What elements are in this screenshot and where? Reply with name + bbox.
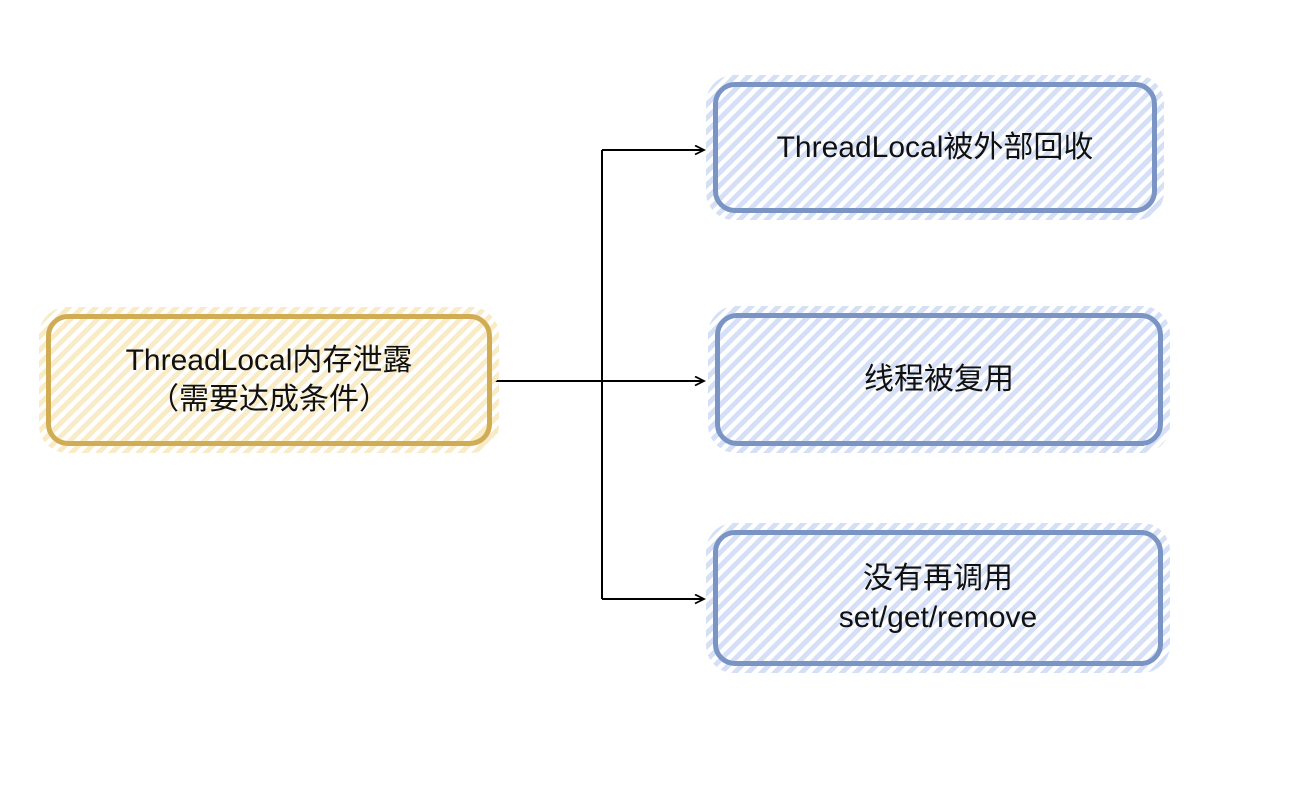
node-cause-1-label: ThreadLocal被外部回收: [777, 128, 1094, 167]
node-cause-2-line-1: 线程被复用: [864, 363, 1014, 396]
node-root: ThreadLocal内存泄露 （需要达成条件）: [39, 307, 499, 453]
node-cause-3-label: 没有再调用 set/get/remove: [839, 559, 1037, 637]
node-root-line-2: （需要达成条件）: [149, 383, 389, 416]
node-root-stripe-fill: [39, 307, 499, 453]
node-cause-3: 没有再调用 set/get/remove: [706, 523, 1170, 673]
node-cause-3-line-2: set/get/remove: [838, 601, 1038, 634]
node-cause-2-stripe-fill: [708, 306, 1170, 453]
node-cause-2-frame: [715, 313, 1163, 446]
node-cause-3-frame: [713, 530, 1163, 666]
node-cause-2: 线程被复用: [708, 306, 1170, 453]
node-root-label: ThreadLocal内存泄露 （需要达成条件）: [126, 341, 413, 419]
node-root-frame: [46, 314, 492, 446]
node-cause-1-frame: [713, 82, 1157, 213]
node-cause-3-stripe-fill: [706, 523, 1170, 673]
node-cause-1: ThreadLocal被外部回收: [706, 75, 1164, 220]
node-cause-2-label: 线程被复用: [864, 360, 1014, 399]
node-cause-1-stripe-fill: [706, 75, 1164, 220]
node-cause-1-line-1: ThreadLocal被外部回收: [776, 131, 1094, 164]
node-root-line-1: ThreadLocal内存泄露: [125, 344, 413, 377]
node-cause-3-line-1: 没有再调用: [863, 562, 1013, 595]
